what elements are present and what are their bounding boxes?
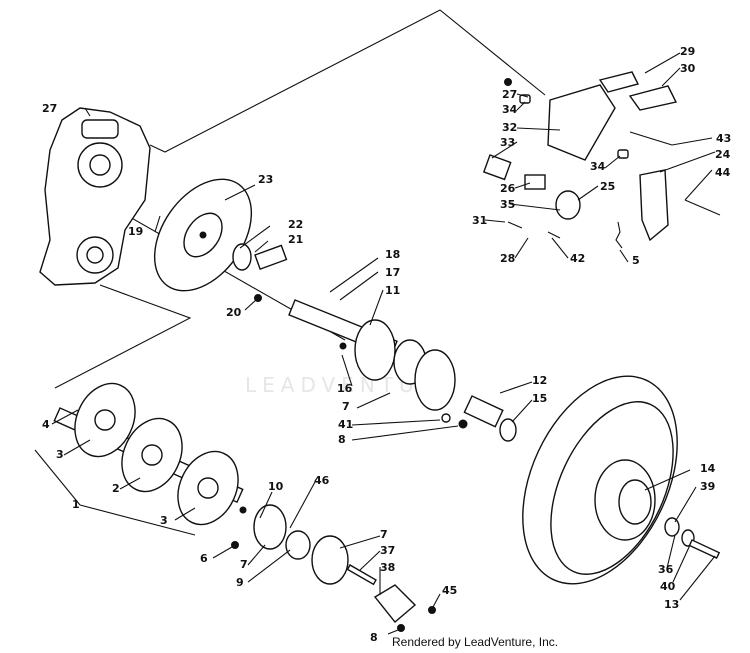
callout-number: 15 xyxy=(532,392,547,405)
callout-number: 23 xyxy=(258,173,273,186)
callout-number: 3 xyxy=(160,514,168,527)
callout-number: 7 xyxy=(380,528,388,541)
callout-number: 8 xyxy=(370,631,378,644)
footer-credit: Rendered by LeadVenture, Inc. xyxy=(392,635,559,649)
callout-number: 29 xyxy=(680,45,695,58)
callout-number: 41 xyxy=(338,418,353,431)
callout-number: 44 xyxy=(715,166,731,179)
callout-number: 37 xyxy=(380,544,395,557)
callout-number: 39 xyxy=(700,480,715,493)
spacer xyxy=(463,395,517,442)
callout-number: 9 xyxy=(236,576,244,589)
callout-number: 40 xyxy=(660,580,676,593)
flange-bearing-set xyxy=(339,319,468,429)
callout-number: 12 xyxy=(532,374,547,387)
driven-pulley xyxy=(522,375,721,585)
callout-number: 35 xyxy=(500,198,515,211)
callout-number: 24 xyxy=(715,148,731,161)
callout-number: 4 xyxy=(42,418,50,431)
callout-number: 22 xyxy=(288,218,303,231)
callout-number: 18 xyxy=(385,248,400,261)
callout-number: 46 xyxy=(314,474,330,487)
leader-lines xyxy=(34,52,716,635)
drive-shaft-assembly xyxy=(53,382,244,526)
callout-number: 16 xyxy=(337,382,353,395)
callout-number: 7 xyxy=(342,400,350,413)
callout-number: 19 xyxy=(128,225,143,238)
callout-number: 13 xyxy=(664,598,679,611)
connector-line xyxy=(54,284,192,389)
hub xyxy=(232,243,288,302)
callout-number: 11 xyxy=(385,284,400,297)
callout-number: 45 xyxy=(442,584,457,597)
callout-number: 20 xyxy=(226,306,242,319)
lower-bearing-set xyxy=(231,504,436,632)
callout-number: 21 xyxy=(288,233,303,246)
callout-number: 2 xyxy=(112,482,120,495)
callout-number: 17 xyxy=(385,266,400,279)
gear-case-housing xyxy=(39,107,151,286)
bracket-assembly xyxy=(482,71,721,249)
callout-number: 27 xyxy=(42,102,57,115)
callout-number: 10 xyxy=(268,480,284,493)
callout-number: 42 xyxy=(570,252,585,265)
connector-line xyxy=(149,9,546,153)
callout-number: 26 xyxy=(500,182,516,195)
sprocket-disc xyxy=(153,178,253,292)
callout-number: 36 xyxy=(658,563,674,576)
callout-number: 31 xyxy=(472,214,487,227)
callout-number: 33 xyxy=(500,136,515,149)
callout-number: 38 xyxy=(380,561,395,574)
callout-number: 6 xyxy=(200,552,208,565)
callout-number: 14 xyxy=(700,462,716,475)
callout-number: 43 xyxy=(716,132,731,145)
callout-number: 28 xyxy=(500,252,515,265)
callout-number: 3 xyxy=(56,448,64,461)
callout-number: 8 xyxy=(338,433,346,446)
callout-number: 5 xyxy=(632,254,640,267)
callout-number: 34 xyxy=(502,103,518,116)
callout-number: 30 xyxy=(680,62,696,75)
callout-number: 34 xyxy=(590,160,606,173)
callout-number: 1 xyxy=(72,498,80,511)
callout-number: 7 xyxy=(240,558,248,571)
callout-number: 27 xyxy=(502,88,517,101)
callout-number: 25 xyxy=(600,180,615,193)
callout-number: 32 xyxy=(502,121,517,134)
